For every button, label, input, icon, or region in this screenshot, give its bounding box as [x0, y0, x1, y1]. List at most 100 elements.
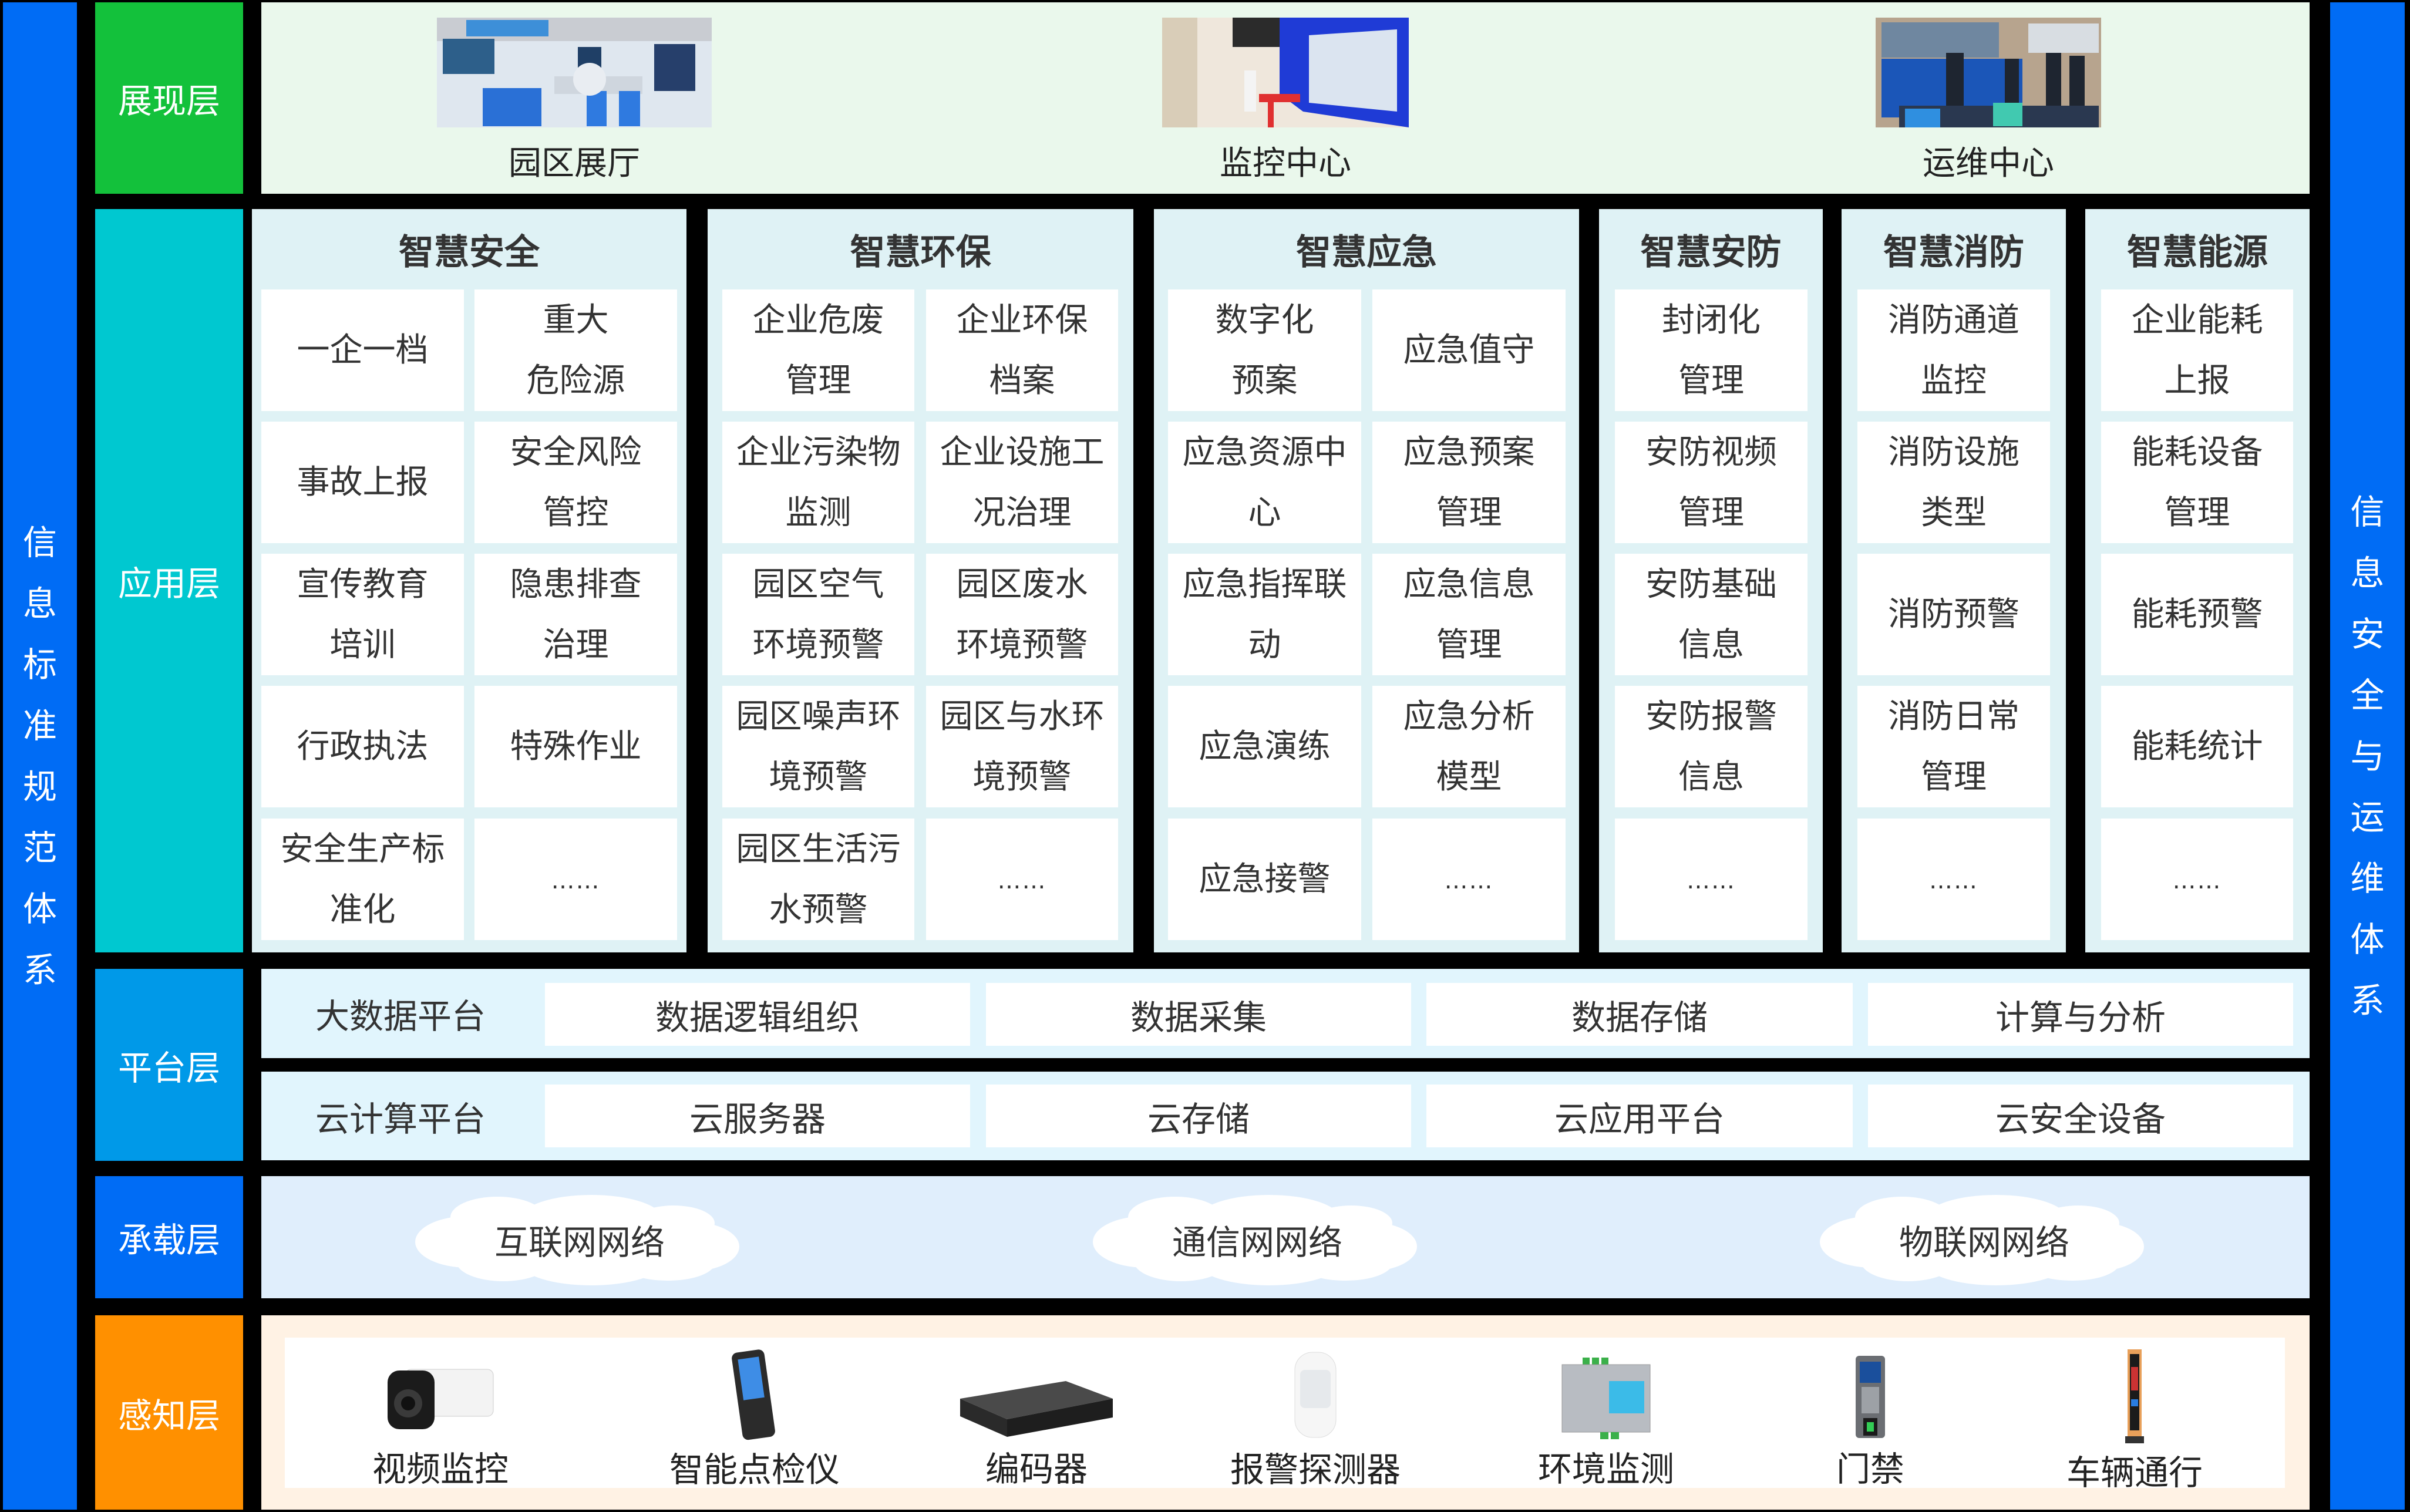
app-cell[interactable]: ……	[2101, 819, 2293, 940]
app-cell[interactable]: 应急预案管理	[1372, 422, 1566, 543]
app-cell[interactable]: 能耗预警	[2101, 554, 2293, 675]
app-cell[interactable]: 特殊作业	[474, 686, 677, 807]
app-cell[interactable]: 重大危险源	[474, 289, 677, 411]
device-label: 智能点检仪	[669, 1450, 840, 1490]
app-column-title: 智慧安全	[399, 232, 540, 273]
device-label: 门禁	[1836, 1449, 1904, 1489]
app-cell[interactable]: 宣传教育培训	[261, 554, 464, 675]
access-control-icon	[1853, 1349, 1888, 1440]
app-cell[interactable]: 能耗统计	[2101, 686, 2293, 807]
app-cell-text: 安全风险管控	[510, 433, 642, 532]
app-cell[interactable]: ……	[1615, 819, 1808, 940]
platform-cell[interactable]: 云存储	[986, 1085, 1411, 1147]
app-cell-text: 消防设施类型	[1888, 433, 2019, 532]
platform-cell[interactable]: 云安全设备	[1868, 1085, 2293, 1147]
app-cell[interactable]: 一企一档	[261, 289, 464, 411]
platform-cell[interactable]: 数据采集	[986, 983, 1411, 1046]
app-cell[interactable]: 应急信息管理	[1372, 554, 1566, 675]
platform-cell[interactable]: 云服务器	[545, 1085, 970, 1147]
device-environment-monitoring[interactable]: 环境监测	[1518, 1338, 1694, 1488]
app-cell[interactable]: 企业设施工况治理	[926, 422, 1118, 543]
app-cell[interactable]: ……	[1857, 819, 2050, 940]
left-side-bar-text: 信息标准规范体系	[23, 512, 57, 1001]
app-cell[interactable]: 隐患排查治理	[474, 554, 677, 675]
app-column-title: 智慧能源	[2127, 232, 2268, 273]
app-column-title: 智慧消防	[1883, 232, 2024, 273]
app-cell-text: 能耗设备管理	[2131, 433, 2263, 532]
platform-cell[interactable]: 数据逻辑组织	[545, 983, 970, 1046]
app-cell[interactable]: 园区废水环境预警	[926, 554, 1118, 675]
side-bar-char: 系	[2350, 980, 2385, 1021]
app-cell[interactable]: 应急演练	[1168, 686, 1361, 807]
app-cell[interactable]: 应急值守	[1372, 289, 1566, 411]
platform-cell[interactable]: 数据存储	[1426, 983, 1853, 1046]
app-cell[interactable]: 消防通道监控	[1857, 289, 2050, 411]
carrier-panel: 互联网网络 通信网网络	[261, 1176, 2310, 1298]
app-cell[interactable]: ……	[474, 819, 677, 940]
device-smart-inspection[interactable]: 智能点检仪	[661, 1338, 849, 1490]
app-cell[interactable]: 安防报警信息	[1615, 686, 1808, 807]
platform-cell[interactable]: 云应用平台	[1426, 1085, 1853, 1147]
side-bar-char: 标	[22, 644, 57, 685]
network-label: 通信网网络	[1172, 1223, 1342, 1262]
app-cell-text: 一企一档	[297, 331, 429, 369]
app-cell[interactable]: 企业污染物监测	[722, 422, 914, 543]
app-cell[interactable]: 企业环保档案	[926, 289, 1118, 411]
app-cell[interactable]: 行政执法	[261, 686, 464, 807]
app-cell[interactable]: 园区噪声环境预警	[722, 686, 914, 807]
app-cell-text: 应急资源中心	[1182, 433, 1347, 532]
app-cell-text: 消防通道监控	[1888, 301, 2019, 400]
app-cell[interactable]: 企业能耗上报	[2101, 289, 2293, 411]
device-access-control[interactable]: 门禁	[1812, 1338, 1929, 1488]
app-cell[interactable]: ……	[926, 819, 1118, 940]
app-cell[interactable]: 封闭化管理	[1615, 289, 1808, 411]
app-cell-text: ……	[1687, 867, 1736, 894]
platform-cell[interactable]: 计算与分析	[1868, 983, 2293, 1046]
app-cell[interactable]: 企业危废管理	[722, 289, 914, 411]
device-label: 报警探测器	[1230, 1450, 1401, 1490]
app-cell[interactable]: 安防基础信息	[1615, 554, 1808, 675]
device-video-surveillance[interactable]: 视频监控	[355, 1338, 526, 1488]
network-cloud-internet: 互联网网络	[415, 1194, 744, 1285]
app-cell[interactable]: 数字化预案	[1168, 289, 1361, 411]
app-cell-text: 应急值守	[1403, 331, 1535, 369]
left-side-bar-standards: 信息标准规范体系	[3, 2, 77, 1510]
device-alarm-detector[interactable]: 报警探测器	[1216, 1338, 1415, 1490]
app-cell[interactable]: 安防视频管理	[1615, 422, 1808, 543]
app-cell[interactable]: 园区空气环境预警	[722, 554, 914, 675]
side-bar-char: 全	[2350, 675, 2385, 715]
app-cell[interactable]: 安全生产标准化	[261, 819, 464, 940]
side-bar-char: 与	[2350, 736, 2385, 776]
app-cell-text: 企业环保档案	[956, 301, 1088, 400]
device-vehicle-access[interactable]: 车辆通行	[2047, 1338, 2223, 1491]
app-cell[interactable]: ……	[1372, 819, 1566, 940]
app-cell[interactable]: 应急分析模型	[1372, 686, 1566, 807]
app-cell-text: 园区废水环境预警	[956, 565, 1088, 664]
app-cell[interactable]: 能耗设备管理	[2101, 422, 2293, 543]
platform-row-big-data: 大数据平台 数据逻辑组织 数据采集 数据存储 计算与分析	[261, 969, 2310, 1058]
app-cell[interactable]: 园区与水环境预警	[926, 686, 1118, 807]
app-cell[interactable]: 安全风险管控	[474, 422, 677, 543]
app-cell[interactable]: 消防日常管理	[1857, 686, 2050, 807]
app-cell[interactable]: 消防设施类型	[1857, 422, 2050, 543]
app-cell-text: ……	[1444, 867, 1494, 894]
app-cell[interactable]: 消防预警	[1857, 554, 2050, 675]
app-column-2: 智慧环保企业危废管理企业环保档案企业污染物监测企业设施工况治理园区空气环境预警园…	[708, 209, 1133, 952]
presentation-item-operations-center: 运维中心	[1876, 18, 2101, 183]
right-side-bar-text: 信息安全与运维体系	[2350, 481, 2384, 1031]
cloud-icon	[1093, 1195, 1417, 1285]
app-cell[interactable]: 应急接警	[1168, 819, 1361, 940]
layer-label-platform: 平台层	[95, 969, 243, 1161]
platform-row-label: 大数据平台	[315, 996, 486, 1036]
app-cell-text: 隐患排查治理	[510, 565, 642, 664]
app-cell-text: 事故上报	[297, 463, 429, 501]
app-cell[interactable]: 事故上报	[261, 422, 464, 543]
app-cell[interactable]: 应急指挥联动	[1168, 554, 1361, 675]
layer-label-text: 承载层	[117, 1220, 220, 1260]
app-cell-text: 企业设施工况治理	[940, 433, 1105, 532]
side-bar-char: 息	[22, 583, 57, 624]
app-cell[interactable]: 园区生活污水预警	[722, 819, 914, 940]
side-bar-char: 体	[22, 888, 57, 929]
app-cell[interactable]: 应急资源中心	[1168, 422, 1361, 543]
device-encoder[interactable]: 编码器	[948, 1338, 1125, 1488]
